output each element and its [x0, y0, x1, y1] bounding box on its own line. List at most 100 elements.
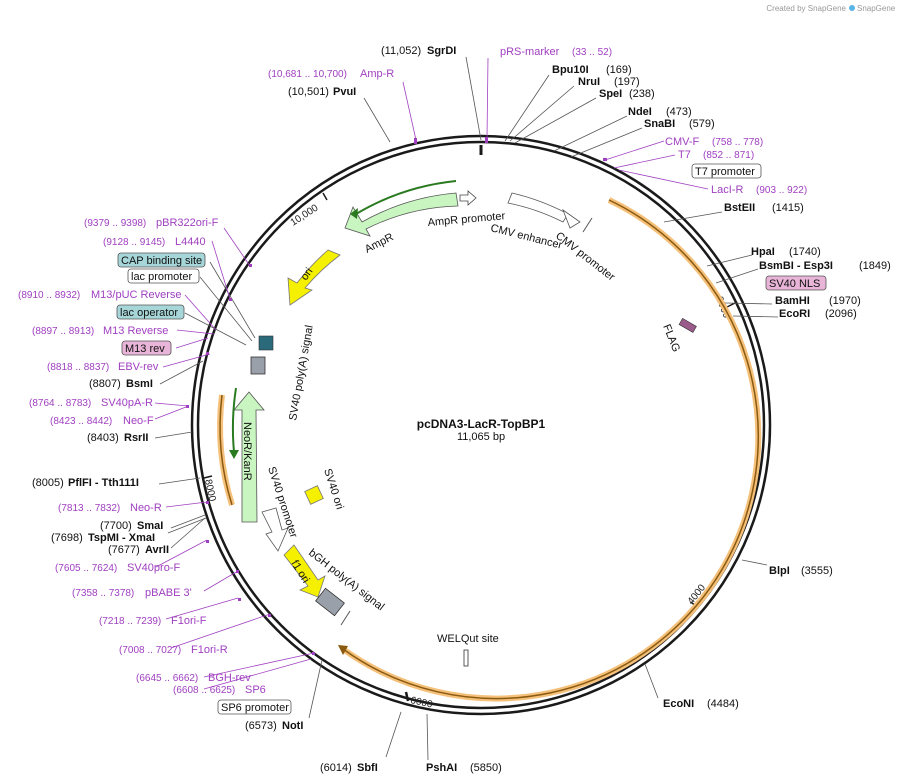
- primer-pbr322-name: pBR322ori-F: [156, 217, 219, 229]
- welqut-feature: [463, 649, 469, 667]
- site-sbfi-name: SbfI: [357, 762, 378, 774]
- tick-6000: 6000: [404, 691, 434, 711]
- site-bsmbi-name: BsmBI - Esp3I: [759, 260, 833, 272]
- f1-ori-feature: [283, 544, 326, 598]
- plasmid-size: 11,065 bp: [457, 431, 505, 443]
- svg-text:SV40 NLS: SV40 NLS: [769, 278, 820, 290]
- backbone-outer: [190, 134, 772, 716]
- primer-f1ori-f-name: F1ori-F: [171, 615, 207, 627]
- site-bpu10i-name: Bpu10I: [552, 64, 589, 76]
- site-bsteii-name: BstEII: [724, 202, 755, 214]
- site-bamhi-pos: (1970): [829, 295, 861, 307]
- site-spei-name: SpeI: [599, 88, 622, 100]
- primer-neo-r-range: (7813 .. 7832): [58, 503, 120, 514]
- tick-8000: 8000: [202, 475, 218, 503]
- ampr-feature: [344, 192, 459, 237]
- primer-bgh-rev-range: (6645 .. 6662): [136, 673, 198, 684]
- site-noti-pos: (6573): [245, 720, 277, 732]
- site-hpai-pos: (1740): [789, 246, 821, 258]
- primer-pbr322-range: (9379 .. 9398): [84, 218, 146, 229]
- site-rsrii-name: RsrII: [124, 432, 148, 444]
- primer-sv40pa-name: SV40pA-R: [101, 397, 153, 409]
- primer-prs-marker-name: pRS-marker: [500, 46, 560, 58]
- svg-text:lac promoter: lac promoter: [131, 271, 192, 283]
- primer-m13rev-name: M13 Reverse: [103, 325, 168, 337]
- neo-feature: [233, 391, 265, 523]
- cmv-promoter-feature: [582, 217, 593, 233]
- cmv-enhancer-feature: [507, 192, 569, 223]
- primer-lines: [154, 57, 709, 690]
- site-nrui-name: NruI: [578, 76, 600, 88]
- svg-text:8000: 8000: [202, 478, 217, 502]
- primer-bgh-rev-name: BGH-rev: [208, 672, 251, 684]
- site-econi-name: EcoNI: [663, 698, 694, 710]
- svg-text:T7 promoter: T7 promoter: [695, 166, 755, 178]
- primer-amp-r-range: (10,681 .. 10,700): [268, 69, 347, 80]
- svg-text:M13 rev: M13 rev: [125, 343, 165, 355]
- primer-pbabe-name: pBABE 3': [145, 587, 192, 599]
- svg-text:SnapGene: SnapGene: [857, 4, 896, 13]
- m13-rev-box: M13 rev: [121, 340, 172, 356]
- site-noti-name: NotI: [282, 720, 303, 732]
- sv40-ori-feature: [304, 485, 324, 505]
- site-pvui-name: PvuI: [333, 86, 356, 98]
- primer-neo-f-name: Neo-F: [123, 415, 154, 427]
- primer-ebv-name: EBV-rev: [118, 361, 159, 373]
- site-pflfi-name: PflFI - Tth111I: [68, 477, 139, 489]
- primer-f1ori-r-range: (7008 .. 7027): [119, 645, 181, 656]
- site-pvui-pos: (10,501): [288, 86, 329, 98]
- site-snabi-pos: (579): [689, 118, 715, 130]
- t7-promoter-box: T7 promoter: [691, 163, 762, 179]
- site-bamhi-name: BamHI: [775, 295, 810, 307]
- site-bsmi-pos: (8807): [89, 378, 121, 390]
- credit-text: Created by SnapGene: [766, 4, 846, 13]
- site-sgrdi-name: SgrDI: [427, 45, 456, 57]
- svg-text:lac operator: lac operator: [120, 307, 178, 319]
- primer-l4440-range: (9128 .. 9145): [103, 237, 165, 248]
- site-tspmi-name: TspMI - XmaI: [88, 532, 155, 544]
- primer-pbabe-range: (7358 .. 7378): [72, 588, 134, 599]
- primer-t7-range: (852 .. 871): [703, 150, 754, 161]
- site-smai-name: SmaI: [137, 520, 163, 532]
- primer-neo-r-name: Neo-R: [130, 502, 162, 514]
- primer-laci-r-range: (903 .. 922): [756, 185, 807, 196]
- backbone-inner: [196, 140, 766, 710]
- ori-label: ori: [299, 266, 316, 283]
- site-bsmi-name: BsmI: [126, 378, 153, 390]
- site-blpi-name: BlpI: [769, 565, 790, 577]
- primer-cmv-f-name: CMV-F: [665, 136, 700, 148]
- site-blpi-pos: (3555): [801, 565, 833, 577]
- site-econi-pos: (4484): [707, 698, 739, 710]
- primer-sv40pro-name: SV40pro-F: [127, 562, 180, 574]
- site-nrui-pos: (197): [614, 76, 640, 88]
- lac-elements-cluster: [258, 335, 274, 351]
- svg-text:6000: 6000: [409, 695, 433, 710]
- neo-green-line: [231, 387, 237, 453]
- svg-text:CAP binding site: CAP binding site: [121, 255, 202, 267]
- site-tspmi-pos: (7698): [51, 532, 83, 544]
- site-avrii-name: AvrII: [145, 544, 169, 556]
- ampr-promoter-feature: [459, 190, 477, 206]
- primer-laci-r-name: LacI-R: [711, 184, 743, 196]
- primer-neo-f-range: (8423 .. 8442): [50, 416, 112, 427]
- site-ecori-name: EcoRI: [779, 308, 810, 320]
- cap-site-box: CAP binding site: [117, 252, 206, 268]
- primer-sv40pro-range: (7605 .. 7624): [55, 563, 117, 574]
- primer-labels: pRS-marker (33 .. 52) (10,681 .. 10,700)…: [18, 46, 807, 696]
- site-pshai-pos: (5850): [470, 762, 502, 774]
- primer-m13puc-name: M13/pUC Reverse: [91, 289, 181, 301]
- site-ecori-pos: (2096): [825, 308, 857, 320]
- lacr-topbp1-arc-outer: [341, 197, 762, 702]
- site-hpai-name: HpaI: [751, 246, 775, 258]
- leader-lines: [154, 56, 779, 761]
- sv40-polya-feature: [250, 356, 266, 375]
- site-rsrii-pos: (8403): [87, 432, 119, 444]
- bgh-feature: [315, 587, 345, 617]
- site-bsteii-pos: (1415): [772, 202, 804, 214]
- primer-sp6-range: (6608 .. 6625): [173, 685, 235, 696]
- lac-operator-box: lac operator: [116, 304, 185, 320]
- sv40-ori-label: SV40 ori: [321, 467, 345, 511]
- primer-f1ori-r-name: F1ori-R: [191, 644, 228, 656]
- neo-label: NeoR/KanR: [241, 422, 253, 481]
